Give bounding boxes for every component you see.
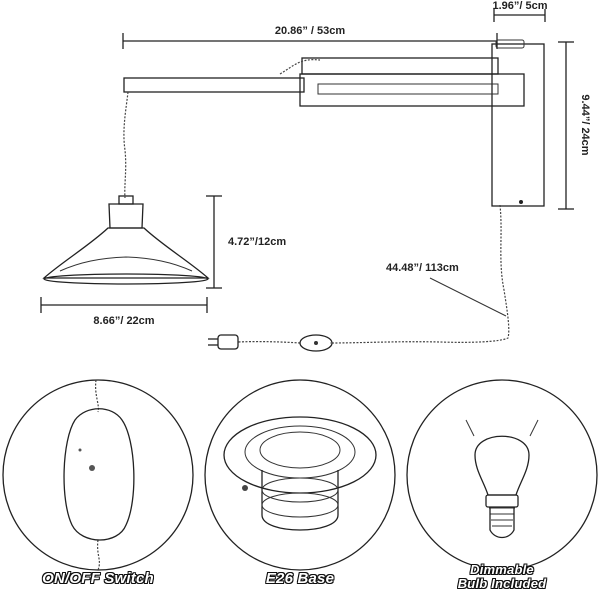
bulb-caption: Dimmable Bulb Included [412,563,592,591]
e26-base-caption: E26 Base [210,570,390,587]
shade-diameter-dimension: 8.66”/ 22cm [40,297,208,327]
plug [208,334,239,350]
power-cord [123,59,510,344]
plate-height-label: 9.44”/ 24cm [579,94,591,155]
shade-height-label: 4.72”/12cm [228,236,286,248]
switch-detail [2,379,194,571]
arm-length-label: 20.86” / 53cm [275,25,346,37]
bulb-detail [406,379,598,571]
wall-mount [123,39,545,207]
inline-switch [299,334,333,352]
plate-width-label: 1.96”/ 5cm [492,0,547,12]
switch-caption: ON/OFF Switch [8,570,188,587]
plate-width-dimension: 1.96”/ 5cm [492,0,548,22]
pendant-shade [42,195,210,285]
shade-height-dimension: 4.72”/12cm [206,195,286,289]
cord-length-label: 44.48”/ 113cm [386,262,459,274]
bulb-caption-line2: Bulb Included [457,576,547,591]
e26-base-caption-text: E26 Base [265,570,335,587]
plate-height-dimension: 9.44”/ 24cm [558,41,591,210]
e26-base-detail [204,379,396,571]
cord-length-dimension: 44.48”/ 113cm [386,262,507,317]
arm-length-dimension: 20.86” / 53cm [122,25,498,49]
switch-caption-text: ON/OFF Switch [42,570,154,587]
bulb-caption-line1: Dimmable [470,562,534,577]
shade-diameter-label: 8.66”/ 22cm [93,315,154,327]
